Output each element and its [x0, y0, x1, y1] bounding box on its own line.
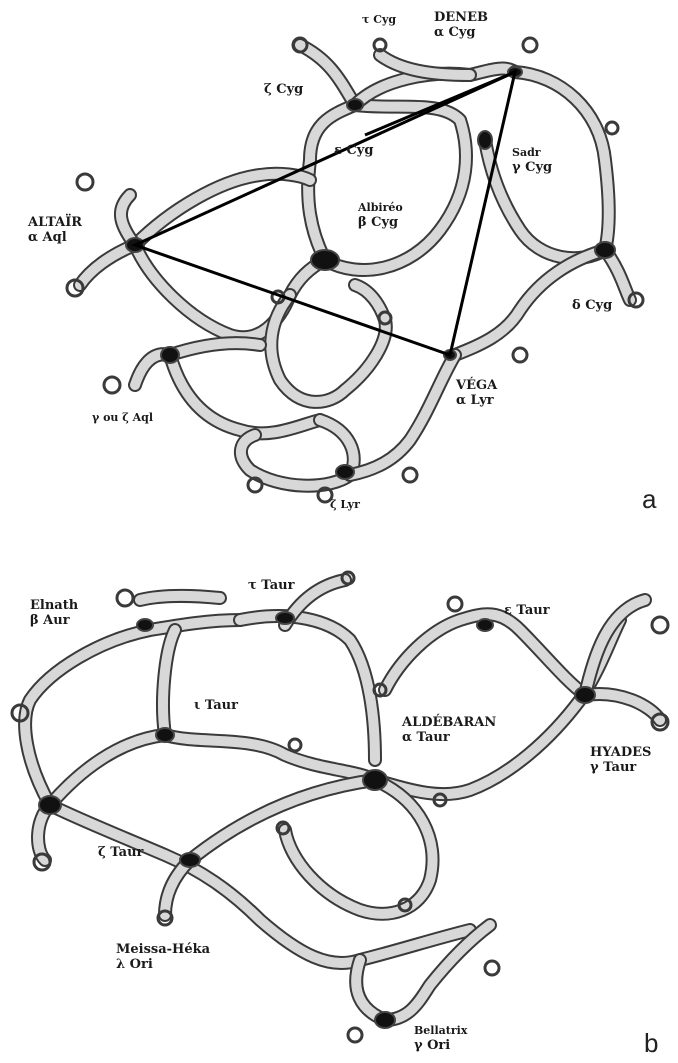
- knot-bellatrix: [375, 1012, 395, 1028]
- panel-b-letter: b: [644, 1028, 658, 1059]
- label-aldebaran-name: ALDÉBARAN: [402, 715, 496, 730]
- knot-aldebaran: [363, 770, 387, 790]
- label-altair: ALTAÏR α Aql: [28, 215, 82, 245]
- label-gamma-aql: γ ou ζ Aql: [92, 410, 153, 425]
- label-deneb: DENEB α Cyg: [434, 10, 488, 40]
- label-deneb-name: DENEB: [434, 10, 488, 25]
- label-hyades: HYADES γ Taur: [590, 745, 651, 775]
- label-tau-cyg: τ Cyg: [362, 12, 396, 27]
- label-albireo-name: Albiréo: [358, 200, 403, 215]
- knot-eps-taur: [477, 619, 493, 631]
- knot-zeta-taur: [39, 796, 61, 814]
- knot-elnath: [137, 619, 153, 631]
- knot-tau-taur: [276, 612, 294, 624]
- label-vega: VÉGA α Lyr: [456, 378, 497, 408]
- label-albireo-code: β Cyg: [358, 215, 403, 230]
- label-meissa-code: λ Ori: [116, 957, 210, 972]
- knot-iota-taur: [156, 728, 174, 742]
- label-hyades-name: HYADES: [590, 745, 651, 760]
- label-bellatrix-code: γ Ori: [414, 1038, 467, 1053]
- label-vega-name: VÉGA: [456, 378, 497, 393]
- label-bellatrix: Bellatrix γ Ori: [414, 1023, 467, 1053]
- label-iota-taur: ι Taur: [194, 698, 238, 713]
- label-delta-cyg: δ Cyg: [572, 298, 612, 313]
- label-zeta-cyg: ζ Cyg: [264, 82, 303, 97]
- label-eps-cyg: ε Cyg: [334, 143, 373, 158]
- label-altair-code: α Aql: [28, 230, 82, 245]
- label-eps-taur: ε Taur: [504, 603, 550, 618]
- label-bellatrix-name: Bellatrix: [414, 1023, 467, 1038]
- label-elnath: Elnath β Aur: [30, 598, 78, 628]
- label-meissa-name: Meissa-Héka: [116, 942, 210, 957]
- knot-meissa: [180, 853, 200, 867]
- label-tau-taur: τ Taur: [248, 578, 294, 593]
- label-albireo: Albiréo β Cyg: [358, 200, 403, 230]
- label-aldebaran-code: α Taur: [402, 730, 496, 745]
- label-hyades-code: γ Taur: [590, 760, 651, 775]
- label-sadr-code: γ Cyg: [512, 160, 552, 175]
- label-zeta-lyr: ζ Lyr: [330, 497, 360, 512]
- label-sadr: Sadr γ Cyg: [512, 145, 552, 175]
- label-sadr-name: Sadr: [512, 145, 552, 160]
- panel-a-letter: a: [642, 484, 656, 515]
- knot-hyades: [575, 687, 595, 703]
- label-vega-code: α Lyr: [456, 393, 497, 408]
- label-elnath-name: Elnath: [30, 598, 78, 613]
- label-meissa: Meissa-Héka λ Ori: [116, 942, 210, 972]
- label-deneb-code: α Cyg: [434, 25, 488, 40]
- label-aldebaran: ALDÉBARAN α Taur: [402, 715, 496, 745]
- label-elnath-code: β Aur: [30, 613, 78, 628]
- label-zeta-taur: ζ Taur: [98, 845, 143, 860]
- label-altair-name: ALTAÏR: [28, 215, 82, 230]
